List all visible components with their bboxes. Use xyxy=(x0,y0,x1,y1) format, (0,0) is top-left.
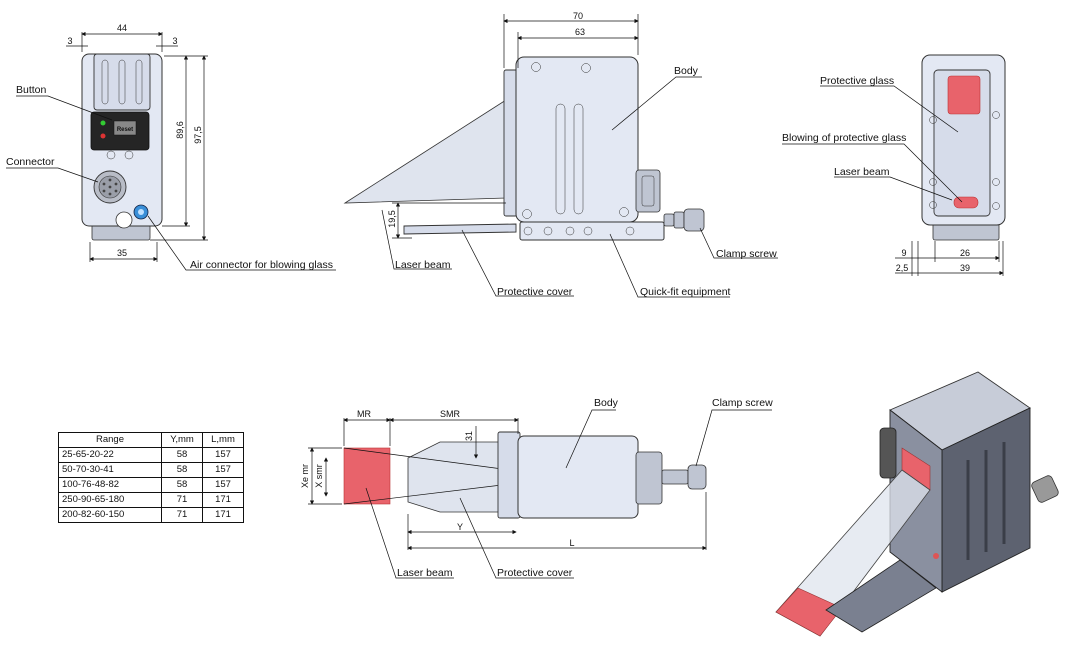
dim-rear-2-5: 2,5 xyxy=(896,263,909,273)
iso-clip xyxy=(879,427,897,479)
side-view: 70 63 19,5 Body Laser beam Protective co… xyxy=(343,11,778,298)
label-connector: Connector xyxy=(6,156,55,168)
top-laser-beam-area xyxy=(343,447,391,505)
table-cell: 71 xyxy=(161,507,203,523)
side-laser-beam xyxy=(343,99,507,204)
dim-height-outer: 97,5 xyxy=(193,126,203,144)
isometric-view xyxy=(775,371,1059,637)
rear-view: 9 26 2,5 39 Protective glass Blowing of … xyxy=(782,54,1006,276)
label-clamp-screw: Clamp screw xyxy=(716,248,777,260)
top-protective-cover xyxy=(407,441,501,513)
table-cell: 157 xyxy=(202,447,244,463)
dim-beam-height: 19,5 xyxy=(387,210,397,228)
dim-length-inner: 63 xyxy=(575,27,585,37)
dim-rear-9: 9 xyxy=(901,248,906,258)
table-cell: 50-70-30-41 xyxy=(58,462,162,478)
table-cell: 171 xyxy=(202,492,244,508)
label-laser-beam: Laser beam xyxy=(395,259,451,271)
table-row: 200-82-60-150 71 171 xyxy=(58,507,244,523)
label-quick-fit: Quick-fit equipment xyxy=(640,286,731,298)
label-blowing: Blowing of protective glass xyxy=(782,132,906,144)
top-clamp-screw-knob xyxy=(687,464,707,490)
label-top-laser-beam: Laser beam xyxy=(397,567,453,579)
label-rear-laser-beam: Laser beam xyxy=(834,166,890,178)
screw-icon xyxy=(531,62,541,72)
table-header-l: L,mm xyxy=(202,432,244,448)
top-body xyxy=(517,435,639,519)
dim-rear-39: 39 xyxy=(960,263,970,273)
dim-length-outer: 70 xyxy=(573,11,583,21)
table-row: 250-90-65-180 71 171 xyxy=(58,492,244,508)
table-header-y: Y,mm xyxy=(161,432,203,448)
iso-protective-cover xyxy=(825,559,937,633)
reset-button-label: Reset xyxy=(117,127,133,133)
dim-mr: MR xyxy=(357,409,371,419)
reset-button[interactable] xyxy=(113,120,137,136)
dim-y: Y xyxy=(457,522,463,532)
table-row: 50-70-30-41 58 157 xyxy=(58,462,244,478)
dim-height-inner: 89,6 xyxy=(175,121,185,139)
clamp-screw-knob xyxy=(683,208,705,232)
dim-side-left: 3 xyxy=(67,36,72,46)
table-cell: 250-90-65-180 xyxy=(58,492,162,508)
front-top-panel xyxy=(93,53,151,111)
iso-connector xyxy=(1031,475,1059,503)
red-led-icon xyxy=(100,133,106,139)
table-row: 100-76-48-82 58 157 xyxy=(58,477,244,493)
table-cell: 25-65-20-22 xyxy=(58,447,162,463)
dim-width-top: 44 xyxy=(117,23,127,33)
table-cell: 200-82-60-150 xyxy=(58,507,162,523)
table-cell: 100-76-48-82 xyxy=(58,477,162,493)
table-row: 25-65-20-22 58 157 xyxy=(58,447,244,463)
dim-h31: 31 xyxy=(464,431,474,441)
rear-laser-spot xyxy=(953,196,979,209)
label-protective-cover: Protective cover xyxy=(497,286,573,298)
table-cell: 157 xyxy=(202,462,244,478)
label-body: Body xyxy=(674,65,699,77)
protective-cover-plate xyxy=(403,223,517,235)
label-top-clamp-screw: Clamp screw xyxy=(712,397,773,409)
green-led-icon xyxy=(100,120,106,126)
dim-rear-26: 26 xyxy=(960,248,970,258)
table-header-range: Range xyxy=(58,432,162,448)
label-protective-glass: Protective glass xyxy=(820,75,894,87)
range-table: Range Y,mm L,mm 25-65-20-22 58 157 50-70… xyxy=(58,432,244,523)
screw-icon xyxy=(581,63,591,73)
table-cell: 58 xyxy=(161,447,203,463)
screw-icon xyxy=(124,150,134,160)
table-header-row: Range Y,mm L,mm xyxy=(58,432,244,448)
dim-side-right: 3 xyxy=(172,36,177,46)
top-connector xyxy=(635,451,663,505)
dim-width-bottom: 35 xyxy=(117,248,127,258)
dim-smr: SMR xyxy=(440,409,461,419)
dim-xe-mr: Xe mr xyxy=(300,464,310,488)
label-top-body: Body xyxy=(594,397,619,409)
table-cell: 58 xyxy=(161,462,203,478)
protective-glass xyxy=(947,75,981,115)
dim-x-smr: X smr xyxy=(314,464,324,488)
table-cell: 58 xyxy=(161,477,203,493)
side-connector xyxy=(635,169,661,213)
table-cell: 171 xyxy=(202,507,244,523)
dim-l: L xyxy=(569,538,574,548)
front-view: Reset 44 3 3 89,6 97,5 35 Button Connect… xyxy=(6,23,336,271)
top-front-plate xyxy=(497,431,521,519)
table-cell: 157 xyxy=(202,477,244,493)
label-button: Button xyxy=(16,84,47,96)
label-air-connector: Air connector for blowing glass xyxy=(190,259,333,271)
top-view: MR SMR 31 Xe mr X smr Y L Body Clamp scr… xyxy=(300,397,773,579)
screw-icon xyxy=(106,150,116,160)
label-top-protective-cover: Protective cover xyxy=(497,567,573,579)
side-body xyxy=(515,56,639,223)
table-cell: 71 xyxy=(161,492,203,508)
